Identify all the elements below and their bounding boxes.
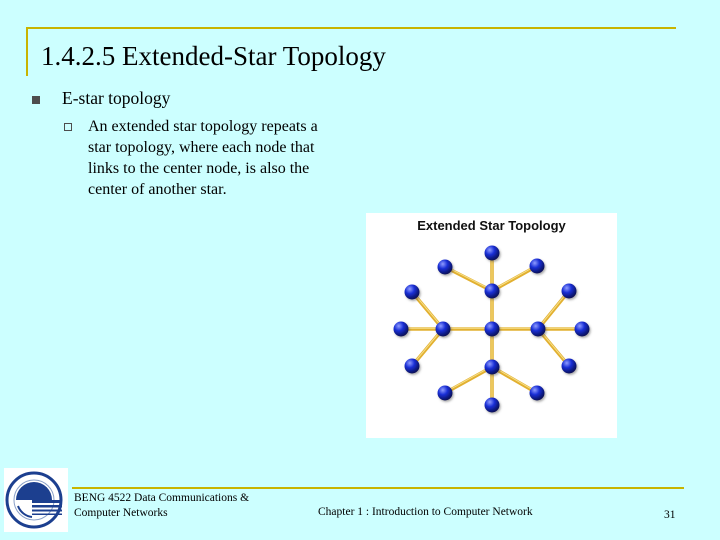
title-frame-rule-left: [26, 27, 28, 76]
topology-link-highlight: [444, 265, 493, 291]
center-node: [484, 321, 500, 337]
leaf-node: [561, 358, 577, 374]
leaf-node: [561, 283, 577, 299]
square-bullet-icon: [32, 96, 40, 104]
leaf-node: [529, 385, 545, 401]
leaf-node: [529, 258, 545, 274]
bullet-level1-text: E-star topology: [62, 88, 171, 108]
hub-node: [530, 321, 546, 337]
leaf-node: [393, 321, 409, 337]
leaf-node: [437, 259, 453, 275]
topology-link-highlight: [537, 289, 570, 329]
extended-star-topology-figure: Extended Star Topology: [366, 213, 617, 438]
topology-link-highlight: [444, 365, 493, 393]
topology-link: [443, 365, 494, 395]
topology-link: [536, 289, 571, 331]
topology-link: [536, 327, 571, 368]
leaf-node: [404, 284, 420, 300]
leaf-node: [437, 385, 453, 401]
leaf-node: [484, 245, 500, 261]
bullet-level2-text: An extended star topology repeats a star…: [88, 118, 318, 198]
hub-node: [484, 359, 500, 375]
leaf-node: [484, 397, 500, 413]
topology-link: [410, 327, 445, 368]
university-seal-icon: [5, 471, 63, 529]
slide-title: 1.4.2.5 Extended-Star Topology: [41, 41, 386, 71]
topology-link-highlight: [491, 264, 538, 291]
topology-link: [410, 290, 445, 331]
hub-node: [484, 283, 500, 299]
topology-link: [490, 264, 539, 293]
title-frame-rule-top: [26, 27, 676, 29]
figure-title: Extended Star Topology: [366, 218, 617, 233]
hollow-square-bullet-icon: [64, 123, 72, 131]
topology-nodes: [393, 245, 590, 413]
footer-chapter: Chapter 1 : Introduction to Computer Net…: [318, 506, 533, 518]
leaf-node: [404, 358, 420, 374]
footer-course-line1: BENG 4522 Data Communications &: [74, 492, 250, 504]
leaf-node: [574, 321, 590, 337]
topology-diagram: [393, 245, 590, 413]
topology-link-highlight: [491, 365, 538, 393]
page-number: 31: [664, 509, 676, 521]
university-logo: [4, 468, 68, 532]
topology-link: [490, 365, 539, 395]
footer-course: BENG 4522 Data Communications & Computer…: [74, 491, 284, 521]
topology-link: [443, 265, 494, 293]
hub-node: [435, 321, 451, 337]
footer-course-line2: Computer Networks: [74, 507, 168, 519]
footer-rule: [72, 487, 684, 489]
figure-title-text: Extended Star Topology: [417, 218, 566, 233]
